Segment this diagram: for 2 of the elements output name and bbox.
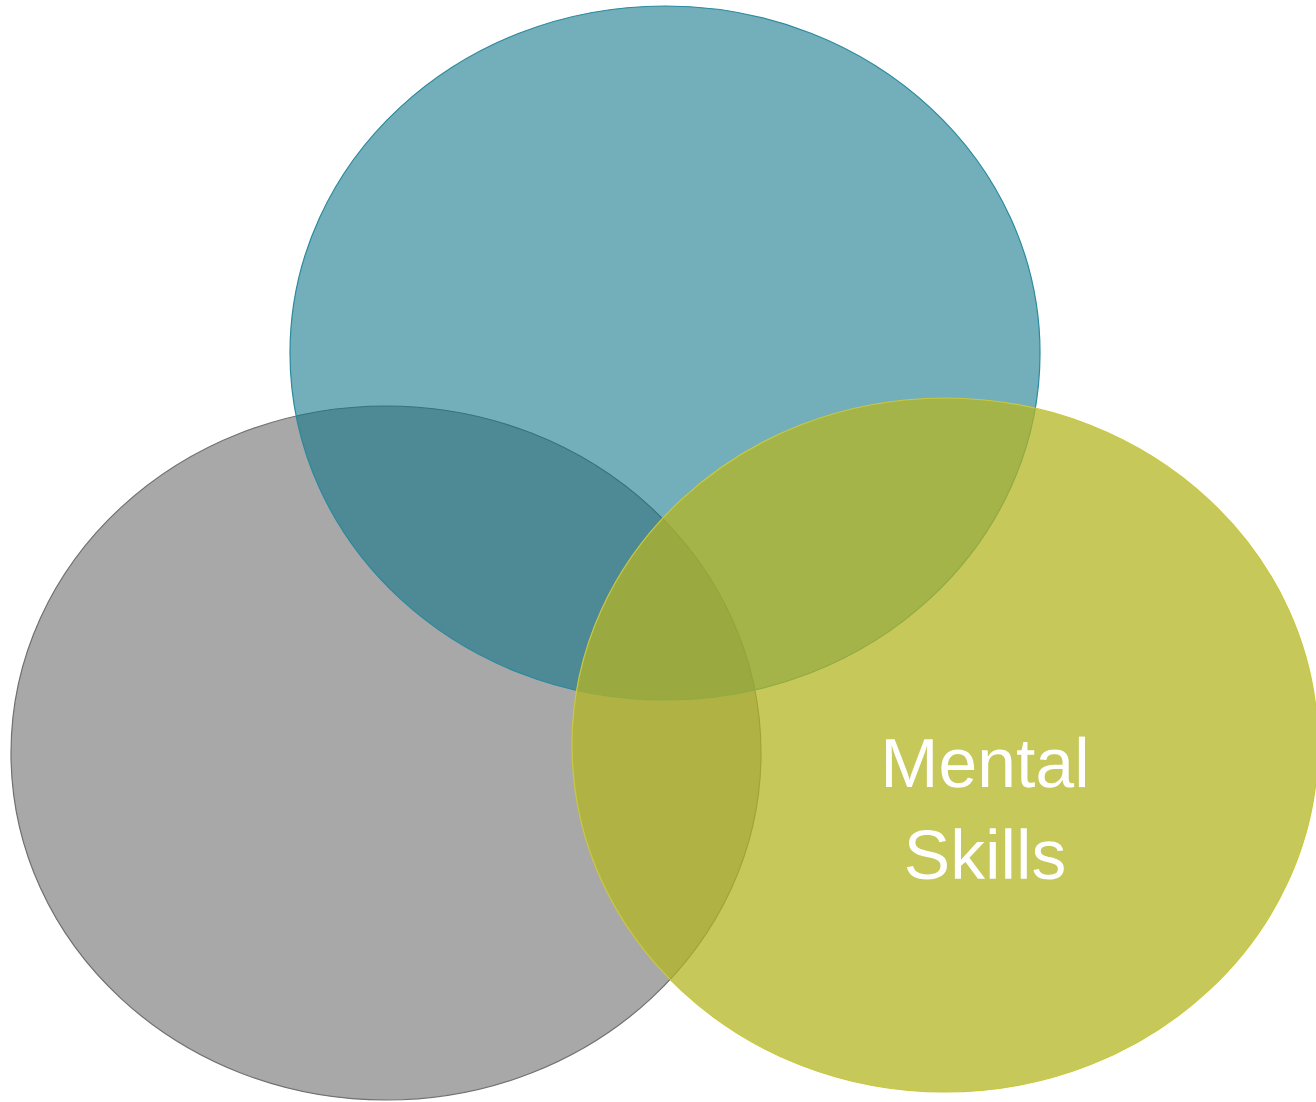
- circle-label: Mental Skills: [886, 736, 1085, 880]
- venn-circle: [571, 397, 1316, 1093]
